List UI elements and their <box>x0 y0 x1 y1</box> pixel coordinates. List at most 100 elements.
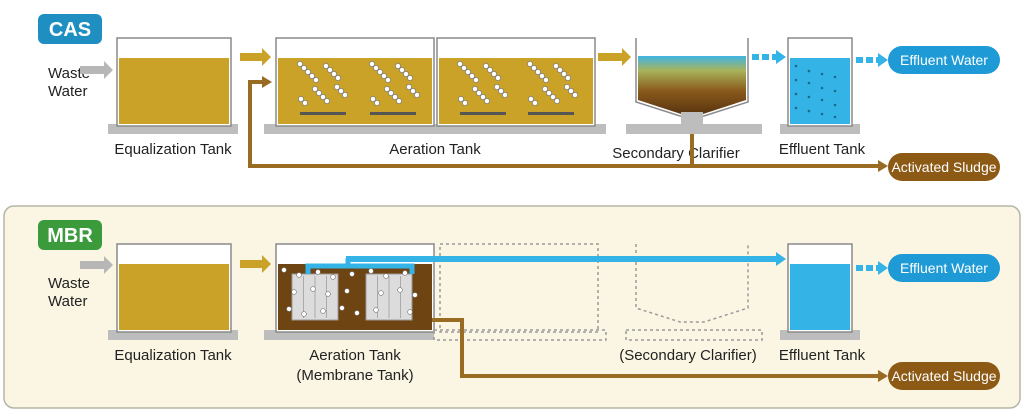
bubble <box>296 272 302 278</box>
bubble <box>334 84 340 90</box>
particle <box>807 109 811 113</box>
bubble <box>528 96 534 102</box>
bubble <box>388 90 394 96</box>
bubble <box>487 67 493 73</box>
bubble <box>298 96 304 102</box>
cas-water-arrowhead-1 <box>776 50 786 64</box>
particle <box>820 86 824 90</box>
bubble <box>313 77 319 83</box>
mbr-membrane-tank <box>264 243 435 340</box>
bubble <box>286 306 292 312</box>
bubble <box>320 94 326 100</box>
bubble <box>373 65 379 71</box>
bubble <box>281 267 287 273</box>
bubble <box>396 98 402 104</box>
mbr-inlet-arrow <box>80 256 113 274</box>
bubble <box>472 86 478 92</box>
bubble <box>557 67 563 73</box>
mbr-flow-arrow-1 <box>240 255 271 273</box>
cas-tag-label: CAS <box>49 19 91 41</box>
bubble <box>399 67 405 73</box>
cas-sludge-return-arrowhead <box>262 76 272 88</box>
mbr-equalization-label: Equalization Tank <box>114 347 232 364</box>
bubble <box>383 273 389 279</box>
bubble <box>291 289 297 295</box>
bubble <box>338 88 344 94</box>
particle <box>833 103 837 107</box>
mbr-inlet-line2: Water <box>48 293 87 310</box>
bubble <box>392 94 398 100</box>
particle <box>794 92 798 96</box>
particle <box>807 69 811 73</box>
bubble <box>309 73 315 79</box>
mbr-membrane-modules <box>291 273 413 321</box>
mbr-effluent-tank <box>780 243 860 340</box>
bubble <box>305 69 311 75</box>
bubble <box>385 77 391 83</box>
bubble <box>480 94 486 100</box>
diffuser <box>300 112 346 115</box>
bubble <box>310 286 316 292</box>
bubble <box>395 63 401 69</box>
cas-aeration-tank <box>264 37 606 134</box>
mbr-aeration-bubbles <box>281 267 418 317</box>
cas-clarifier-label: Secondary Clarifier <box>612 145 740 162</box>
bubble <box>457 61 463 67</box>
bubble <box>527 61 533 67</box>
mbr-permeate-arrowhead <box>776 252 786 266</box>
bubble <box>473 77 479 83</box>
mbr-aeration-label-1: Aeration Tank <box>309 347 401 364</box>
diffuser <box>460 112 506 115</box>
bubble <box>330 274 336 280</box>
diffuser <box>528 112 574 115</box>
mbr-sludge-pipe <box>432 318 878 378</box>
bubble <box>546 90 552 96</box>
bubble <box>349 271 355 277</box>
bubble <box>539 73 545 79</box>
mbr-effluent-water-pill <box>888 254 1000 282</box>
bubble <box>502 92 508 98</box>
bubble <box>331 71 337 77</box>
bubble <box>565 75 571 81</box>
bubble <box>354 310 360 316</box>
cas-effluent-water-label: Effluent Water <box>900 52 988 68</box>
mbr-equalization-tank <box>108 243 238 340</box>
bubble <box>316 90 322 96</box>
bubble <box>297 61 303 67</box>
particle <box>794 78 798 82</box>
bubble <box>315 269 321 275</box>
mbr-effluent-label: Effluent Tank <box>779 347 866 364</box>
bubble <box>325 291 331 297</box>
cas-effluent-label: Effluent Tank <box>779 141 866 158</box>
bubble <box>564 84 570 90</box>
particle <box>794 64 798 68</box>
bubble <box>554 98 560 104</box>
bubble <box>491 71 497 77</box>
cas-flow-arrow-1 <box>240 48 271 66</box>
mbr-inlet-line1: Waste <box>48 275 90 292</box>
bubble <box>323 63 329 69</box>
mbr-effluent-water-label: Effluent Water <box>900 260 988 276</box>
bubble <box>403 71 409 77</box>
bubble <box>342 92 348 98</box>
bubble <box>339 305 345 311</box>
particle <box>820 112 824 116</box>
bubble <box>414 92 420 98</box>
bubble <box>397 287 403 293</box>
bubble <box>542 86 548 92</box>
cas-water-arrowhead-2 <box>878 53 888 67</box>
mbr-water-arrowhead <box>878 261 888 275</box>
bubble <box>373 307 379 313</box>
bubble <box>335 75 341 81</box>
bubble <box>410 88 416 94</box>
cas-aeration-bubbles <box>297 61 578 106</box>
bubble <box>301 65 307 71</box>
bubble <box>469 73 475 79</box>
particle <box>807 81 811 85</box>
cas-effluent-particles <box>794 64 837 119</box>
mbr-removed-clarifier <box>625 244 763 341</box>
bubble <box>312 86 318 92</box>
bubble <box>406 84 412 90</box>
particle <box>833 89 837 93</box>
